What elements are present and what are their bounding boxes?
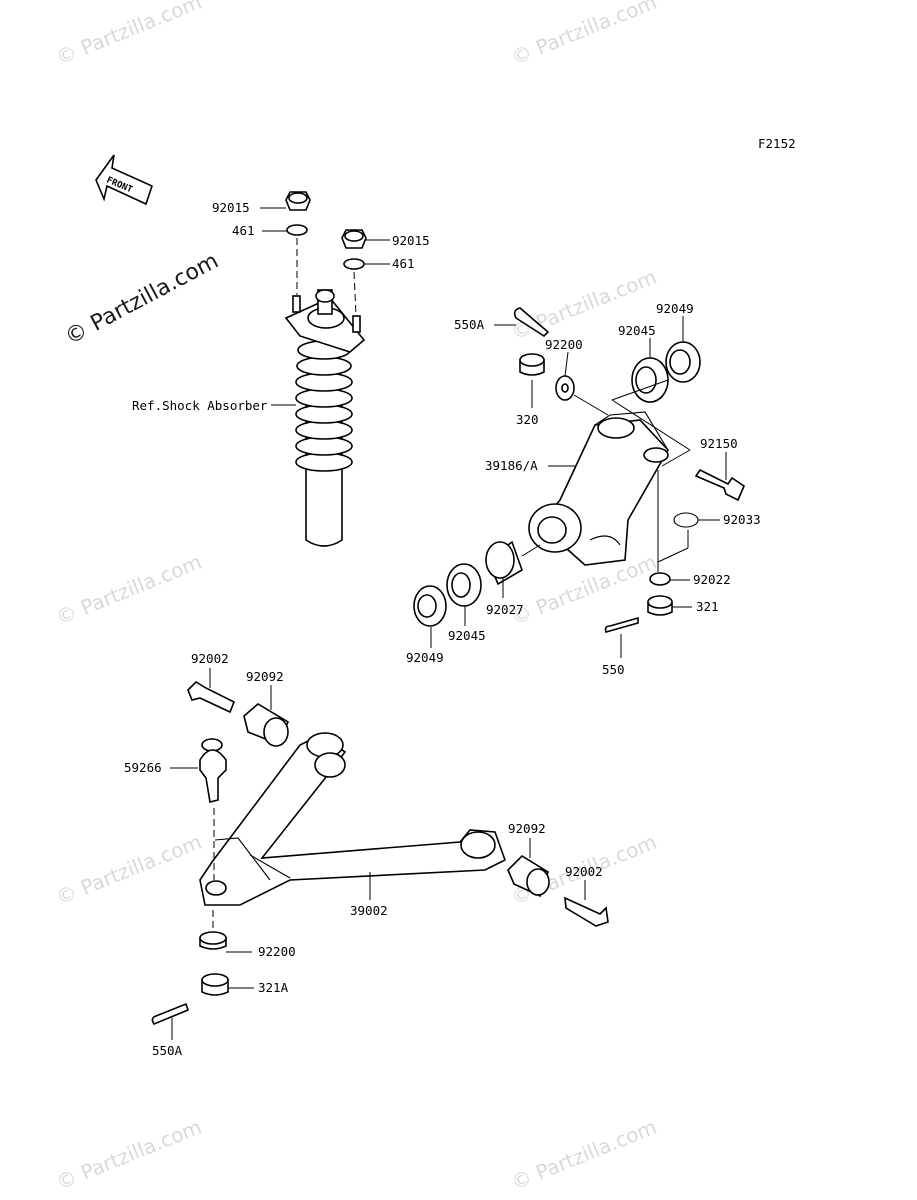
leader-lines <box>170 207 727 1040</box>
cotter-pin-550A-arm <box>151 1002 189 1025</box>
label-92049-upper: 92049 <box>656 301 694 316</box>
washer-92022 <box>649 572 671 586</box>
label-92092-right: 92092 <box>508 821 546 836</box>
washer-461-left <box>286 224 308 236</box>
bushing-92092-right <box>507 854 550 898</box>
nut-92015-left <box>285 191 311 211</box>
label-550A-arm: 550A <box>152 1043 183 1058</box>
front-arrow-icon: FRONT <box>95 154 153 206</box>
bearing-92049-upper <box>665 341 701 383</box>
guide-lines-knuckle <box>521 379 691 572</box>
figure-code: F2152 <box>758 136 796 151</box>
watermark: © Partzilla.com <box>53 1115 205 1195</box>
washer-92200-arm <box>199 931 227 950</box>
bearing-92049-lower <box>413 585 447 627</box>
guide-line <box>353 271 357 316</box>
label-92002-right: 92002 <box>565 864 603 879</box>
circlip-92033 <box>673 512 699 528</box>
watermarks: © Partzilla.com © Partzilla.com © Partzi… <box>53 0 660 1195</box>
watermark-main: © Partzilla.com <box>61 249 223 351</box>
washer-hole <box>561 383 569 393</box>
bearing-92045-lower <box>446 563 482 607</box>
bushing-92092-left <box>243 703 290 747</box>
castle-nut-320 <box>519 353 545 376</box>
ball-joint-59266 <box>199 738 227 803</box>
label-39186A: 39186/A <box>485 458 538 473</box>
label-321A: 321A <box>258 980 289 995</box>
label-550A-top: 550A <box>454 317 485 332</box>
castle-nut-321A <box>201 973 229 996</box>
bolt-92150 <box>694 468 745 502</box>
part-labels: 92015 461 92015 461 Ref.Shock Absorber 5… <box>124 200 761 1058</box>
label-92015-left: 92015 <box>212 200 250 215</box>
cotter-pin-550A-top <box>513 307 550 338</box>
label-shock-absorber: Ref.Shock Absorber <box>132 398 268 413</box>
watermark: © Partzilla.com <box>508 1115 660 1195</box>
label-461-right: 461 <box>392 256 415 271</box>
watermark: © Partzilla.com <box>53 0 205 70</box>
label-92049-lower: 92049 <box>406 650 444 665</box>
label-92022: 92022 <box>693 572 731 587</box>
bolt-92002-right <box>564 896 609 927</box>
label-92027: 92027 <box>486 602 524 617</box>
label-92045-lower: 92045 <box>448 628 486 643</box>
label-92200-top: 92200 <box>545 337 583 352</box>
label-92033: 92033 <box>723 512 761 527</box>
label-320: 320 <box>516 412 539 427</box>
shock-absorber <box>284 289 366 547</box>
watermark: © Partzilla.com <box>53 830 205 910</box>
a-arm-39002 <box>199 732 506 906</box>
bearing-92045-upper <box>631 357 669 403</box>
label-92092-left: 92092 <box>246 669 284 684</box>
label-92200-arm: 92200 <box>258 944 296 959</box>
label-39002: 39002 <box>350 903 388 918</box>
nut-92015-right <box>341 229 367 249</box>
label-461-left: 461 <box>232 223 255 238</box>
label-59266: 59266 <box>124 760 162 775</box>
label-92150: 92150 <box>700 436 738 451</box>
cotter-pin-550 <box>604 616 639 633</box>
steering-knuckle <box>528 411 669 566</box>
nut-321 <box>647 595 673 616</box>
watermark: © Partzilla.com <box>53 550 205 630</box>
label-92002-left: 92002 <box>191 651 229 666</box>
spacer-92027 <box>485 540 523 586</box>
washer-461-right <box>343 258 365 270</box>
label-92015-right: 92015 <box>392 233 430 248</box>
label-550: 550 <box>602 662 625 677</box>
label-92045-upper: 92045 <box>618 323 656 338</box>
label-321: 321 <box>696 599 719 614</box>
bolt-92002-left <box>187 680 236 714</box>
watermark: © Partzilla.com <box>508 0 660 70</box>
